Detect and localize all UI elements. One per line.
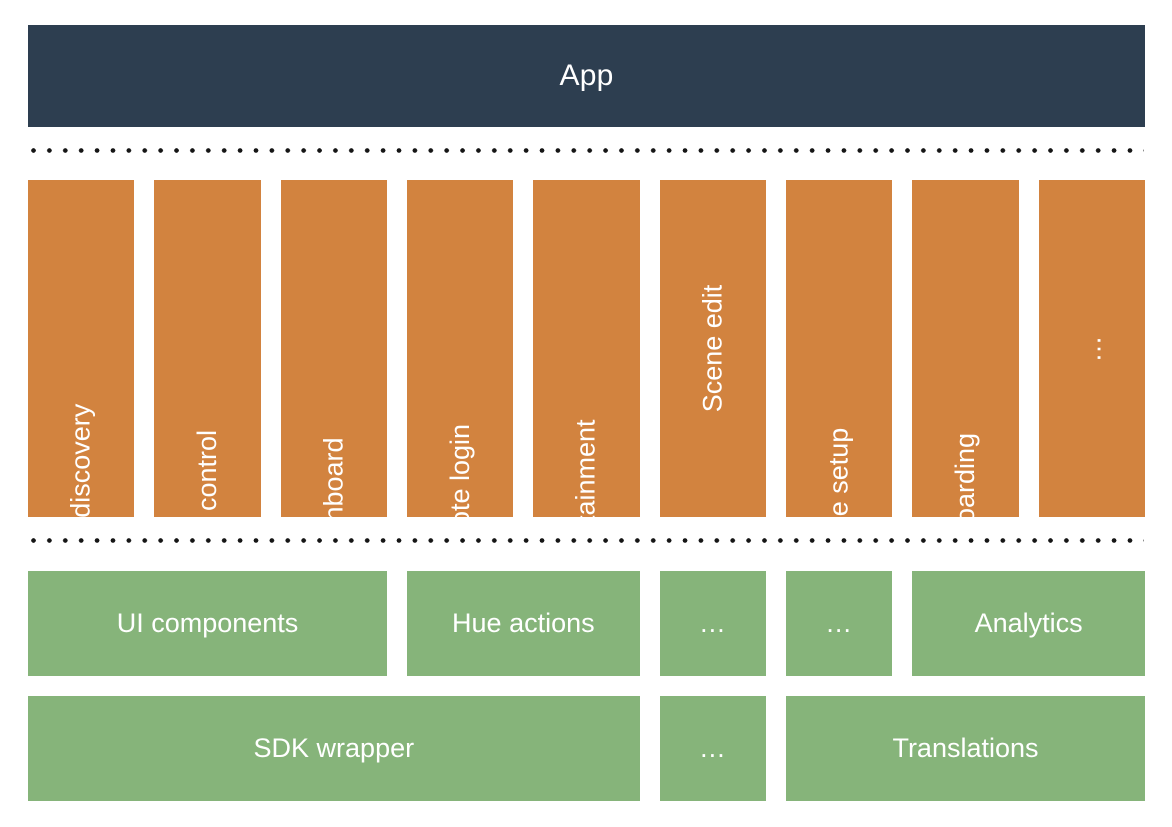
separator-features-libraries	[31, 538, 1144, 543]
library-box-label: …	[698, 608, 727, 638]
feature-label-wrap: Onboarding	[912, 180, 1018, 517]
feature-box-label: Remote login	[444, 423, 475, 517]
feature-label-wrap: Bridge setup	[786, 180, 892, 517]
feature-box-label: Dashboard	[318, 437, 349, 517]
feature-label-wrap: Remote login	[407, 180, 513, 517]
library-box-hue-actions[interactable]: Hue actions	[407, 571, 640, 676]
feature-box-light-control[interactable]: Light control	[154, 180, 261, 517]
feature-label-wrap: Scene edit	[660, 180, 766, 517]
feature-box-label: Bridge setup	[823, 427, 854, 517]
feature-box-remote-login[interactable]: Remote login	[406, 180, 514, 517]
library-box-label: …	[698, 733, 727, 763]
library-box-label: Analytics	[974, 608, 1083, 638]
feature-box-label: Bridge discovery	[65, 403, 96, 517]
library-box-ellipsis[interactable]: …	[659, 696, 766, 801]
feature-label-wrap: Entertainment	[533, 180, 639, 517]
separator-app-features	[31, 148, 1144, 153]
feature-layer: Bridge discovery Light control Dashboard Re…	[28, 180, 1145, 517]
feature-label-wrap: …	[1039, 180, 1145, 517]
library-box-label: UI components	[116, 608, 299, 638]
app-layer-label: App	[559, 59, 614, 92]
library-box-label: …	[825, 608, 854, 638]
library-box-label: Hue actions	[452, 608, 595, 638]
feature-box-label: Onboarding	[949, 432, 980, 517]
library-row-2: SDK wrapper … Translations	[28, 696, 1145, 801]
feature-label-wrap: Bridge discovery	[28, 180, 134, 517]
feature-box-ellipsis[interactable]: …	[1038, 180, 1145, 517]
feature-box-bridge-discovery[interactable]: Bridge discovery	[28, 180, 135, 517]
feature-box-entertainment[interactable]: Entertainment	[533, 180, 640, 517]
feature-box-label: …	[1076, 334, 1107, 363]
library-box-translations[interactable]: Translations	[785, 696, 1145, 801]
library-row-1: UI components Hue actions … … Analytics	[28, 571, 1145, 676]
feature-box-label: Light control	[192, 429, 222, 517]
library-box-analytics[interactable]: Analytics	[912, 571, 1145, 676]
feature-box-label: Scene edit	[697, 284, 728, 413]
feature-label-wrap: Light control	[154, 180, 260, 517]
feature-label-wrap: Dashboard	[281, 180, 387, 517]
library-box-label: SDK wrapper	[253, 733, 415, 763]
feature-box-bridge-setup[interactable]: Bridge setup	[785, 180, 893, 517]
library-box-ellipsis[interactable]: …	[659, 571, 766, 676]
library-box-sdk-wrapper[interactable]: SDK wrapper	[28, 696, 640, 801]
library-box-ui-components[interactable]: UI components	[28, 571, 387, 676]
feature-box-dashboard[interactable]: Dashboard	[280, 180, 387, 517]
library-box-ellipsis[interactable]: …	[785, 571, 893, 676]
app-layer-box: App	[28, 25, 1145, 127]
feature-box-label: Entertainment	[570, 419, 601, 517]
feature-box-onboarding[interactable]: Onboarding	[912, 180, 1019, 517]
library-box-label: Translations	[892, 733, 1039, 763]
feature-box-scene-edit[interactable]: Scene edit	[659, 180, 766, 517]
